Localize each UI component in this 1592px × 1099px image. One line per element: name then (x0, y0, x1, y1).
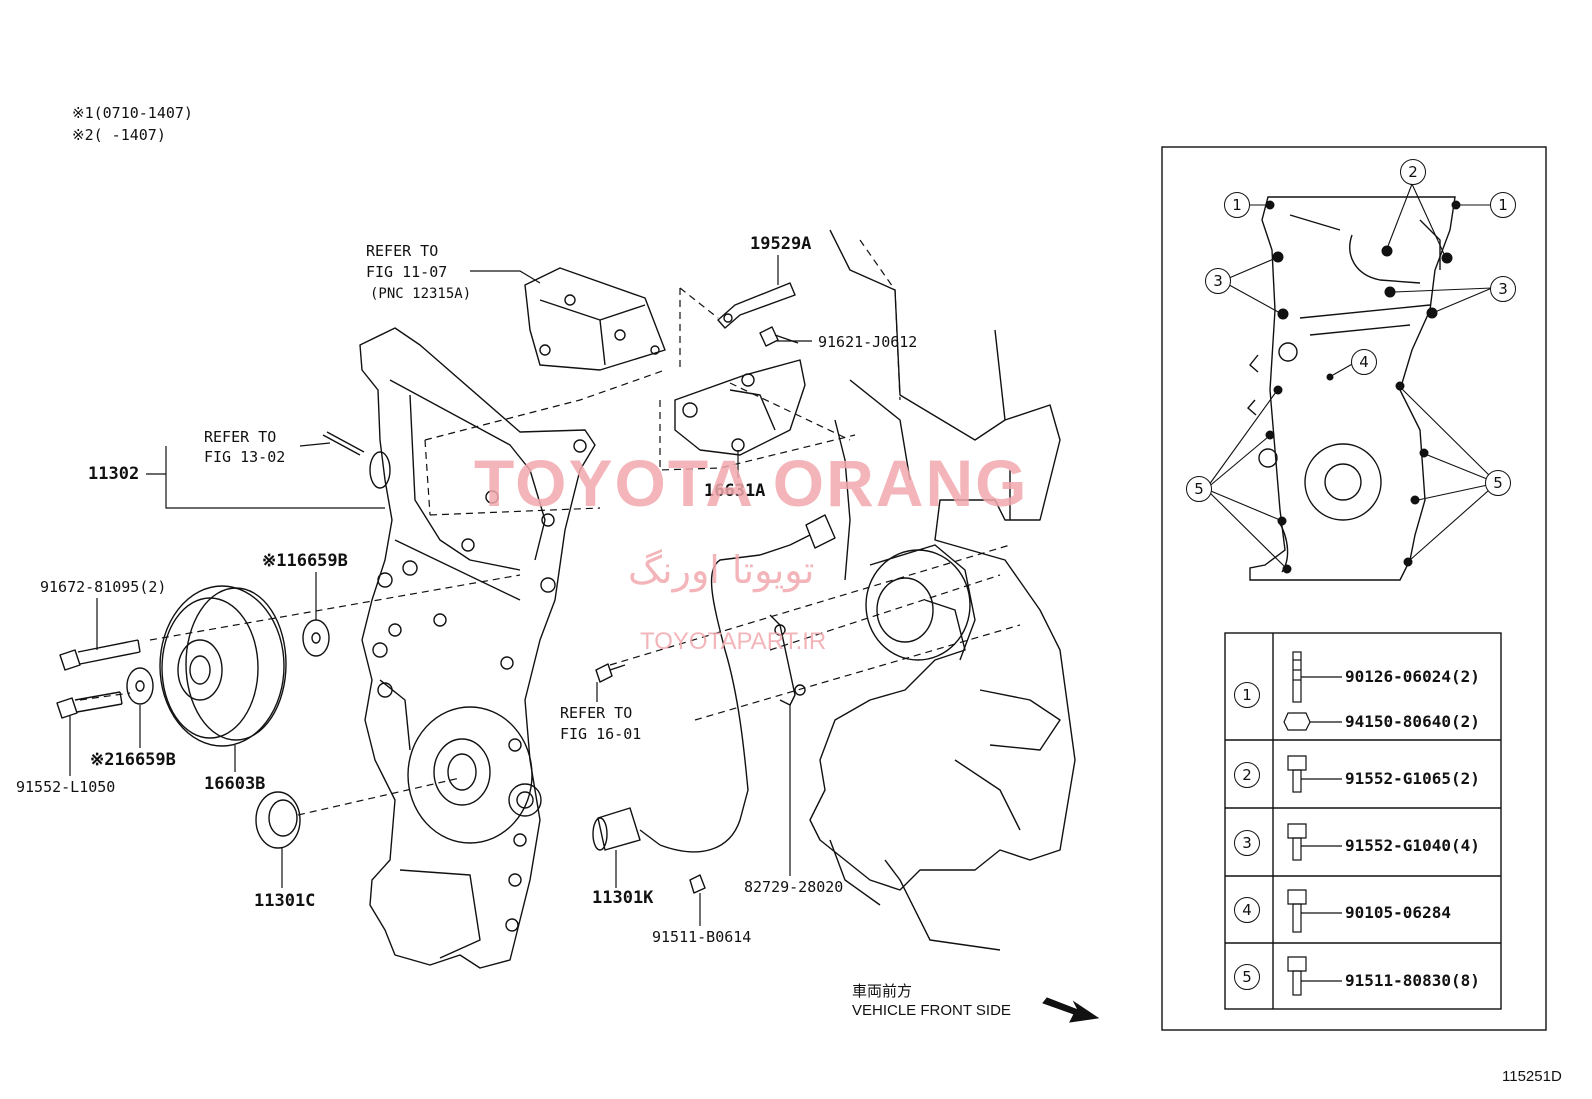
refer-fig-13-02-line1[interactable]: REFER TO (204, 428, 277, 446)
inset-callout-1-left: 1 (1224, 192, 1250, 218)
refer-fig-11-07-pnc: (PNC 12315A) (370, 286, 472, 302)
inset-callout-3-left: 3 (1205, 268, 1231, 294)
inset-callout-5-right: 5 (1485, 470, 1511, 496)
refer-fig-11-07-line1[interactable]: REFER TO (366, 242, 439, 260)
part-label-11301C[interactable]: 11301C (254, 891, 316, 911)
footnote-1: ※1(0710-1407) (72, 104, 193, 122)
refer-fig-13-02-line2[interactable]: FIG 13-02 (204, 448, 286, 466)
vehicle-front-en: VEHICLE FRONT SIDE (852, 1002, 1011, 1019)
legend-part-90105-06284[interactable]: 90105-06284 (1345, 903, 1451, 922)
part-label-91672-81095[interactable]: 91672-81095(2) (40, 578, 167, 596)
watermark-main: TOYOTA ORANG (474, 446, 1029, 520)
vehicle-front-jp: 車両前方 (852, 983, 913, 1000)
legend-num-2: 2 (1234, 762, 1260, 788)
legend-part-94150-80640[interactable]: 94150-80640(2) (1345, 712, 1480, 731)
inset-callout-1-right: 1 (1490, 192, 1516, 218)
footnote-2: ※2( -1407) (72, 126, 166, 144)
legend-part-91552-G1065[interactable]: 91552-G1065(2) (1345, 769, 1480, 788)
legend-part-91552-G1040[interactable]: 91552-G1040(4) (1345, 836, 1480, 855)
inset-callout-4: 4 (1351, 349, 1377, 375)
inset-frame (1161, 146, 1547, 1031)
inset-callout-2: 2 (1400, 159, 1426, 185)
timing-cover-outline (359, 327, 596, 969)
legend-part-90126-06024[interactable]: 90126-06024(2) (1345, 667, 1480, 686)
figure-id: 115251D (1502, 1068, 1562, 1085)
legend-num-1: 1 (1234, 682, 1260, 708)
legend-part-91511-80830[interactable]: 91511-80830(8) (1345, 971, 1480, 990)
part-label-19529A[interactable]: 19529A (750, 234, 812, 254)
front-direction-arrow-icon (1043, 995, 1099, 1025)
refer-fig-16-01-line2[interactable]: FIG 16-01 (560, 725, 642, 743)
part-label-91552-L1050[interactable]: 91552-L1050 (16, 778, 116, 796)
part-label-11301K[interactable]: 11301K (592, 888, 654, 908)
refer-fig-16-01-line1[interactable]: REFER TO (560, 704, 633, 722)
legend-num-4: 4 (1234, 897, 1260, 923)
part-label-16631A[interactable]: 16631A (704, 481, 766, 501)
inset-callout-3-right: 3 (1490, 276, 1516, 302)
legend-num-5: 5 (1234, 964, 1260, 990)
part-label-16659B-1[interactable]: ※116659B (262, 551, 348, 571)
part-label-11302[interactable]: 11302 (88, 464, 140, 484)
part-label-82729-28020[interactable]: 82729-28020 (744, 878, 844, 896)
refer-fig-11-07-line2[interactable]: FIG 11-07 (366, 263, 448, 281)
part-label-91511-B0614[interactable]: 91511-B0614 (652, 928, 752, 946)
part-label-16603B[interactable]: 16603B (204, 774, 266, 794)
inset-callout-5-left: 5 (1186, 476, 1212, 502)
part-label-91621-J0612[interactable]: 91621-J0612 (818, 333, 918, 351)
legend-num-3: 3 (1234, 830, 1260, 856)
watermark-farsi: تویوتا اورنگ (628, 548, 815, 592)
part-label-16659B-2[interactable]: ※216659B (90, 750, 176, 770)
watermark-url: TOYOTAPART.IR (640, 628, 827, 655)
